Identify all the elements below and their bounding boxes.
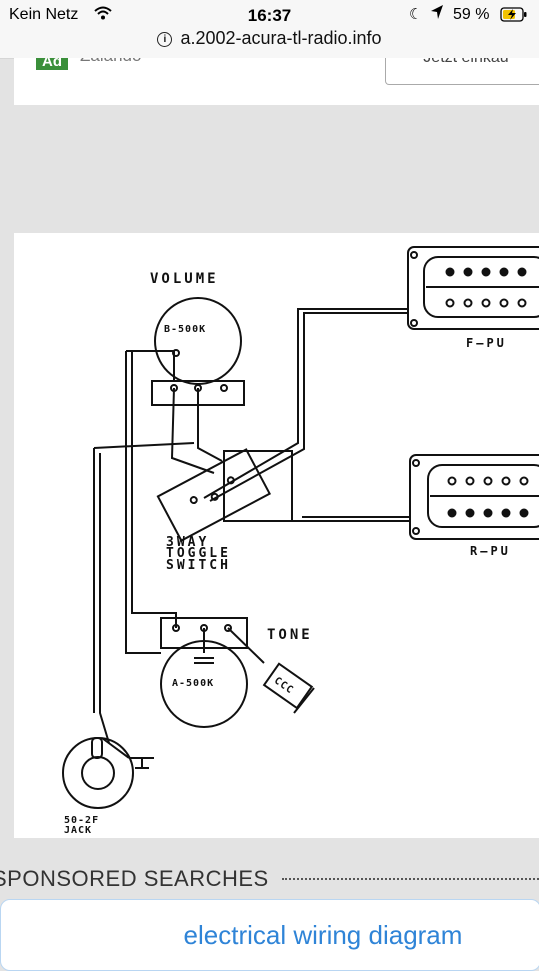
output-jack: 50-2F JACK — [62, 737, 154, 836]
volume-label: VOLUME — [150, 271, 219, 287]
wiring-diagram-image[interactable]: VOLUME B-500K TONE A-500K CCC 3WAY — [14, 233, 539, 838]
clock: 16:37 — [247, 6, 292, 25]
battery-percentage: 59 % — [453, 6, 490, 23]
front-pickup: F—PU — [407, 246, 539, 350]
ad-brand-name: Zalando — [80, 58, 141, 66]
sponsored-search-item[interactable]: electrical wiring diagram — [0, 899, 539, 971]
carrier-label: Kein Netz — [9, 6, 79, 23]
rear-pickup-label: R—PU — [470, 544, 511, 558]
address-bar[interactable]: i a.2002-acura-tl-radio.info — [0, 28, 539, 49]
ad-card[interactable]: Ad Zalando Jetzt einkau — [14, 58, 539, 105]
rear-pickup: R—PU — [409, 454, 539, 558]
sponsored-searches-heading: SPONSORED SEARCHES — [0, 866, 277, 892]
url-text: a.2002-acura-tl-radio.info — [180, 28, 382, 48]
browser-top-bar: Kein Netz 16:37 ☾ 59 % i a.2002-acura-tl-… — [0, 0, 539, 59]
battery-charging-icon — [500, 7, 528, 27]
site-info-icon[interactable]: i — [157, 32, 173, 47]
tone-label: TONE — [267, 627, 313, 643]
ad-cta-button[interactable]: Jetzt einkau — [385, 58, 539, 85]
switch-label-3: SWITCH — [166, 558, 231, 573]
capacitor: CCC — [262, 662, 314, 710]
location-arrow-icon — [430, 4, 444, 25]
volume-pot: B-500K — [151, 297, 245, 406]
sponsored-divider — [282, 878, 539, 880]
ad-badge: Ad — [36, 58, 68, 70]
jack-label-2: JACK — [64, 825, 92, 836]
do-not-disturb-icon: ☾ — [409, 6, 423, 23]
tone-pot-label: A-500K — [172, 678, 214, 689]
toggle-switch — [156, 448, 272, 542]
jack-label-1: 50-2F — [64, 815, 99, 826]
switch-label-2: TOGGLE — [166, 546, 231, 561]
switch-label-1: 3WAY — [166, 535, 209, 550]
wifi-icon — [94, 6, 112, 25]
volume-pot-label: B-500K — [164, 324, 206, 335]
sponsored-search-link[interactable]: electrical wiring diagram — [183, 920, 463, 950]
front-pickup-label: F—PU — [466, 336, 507, 350]
